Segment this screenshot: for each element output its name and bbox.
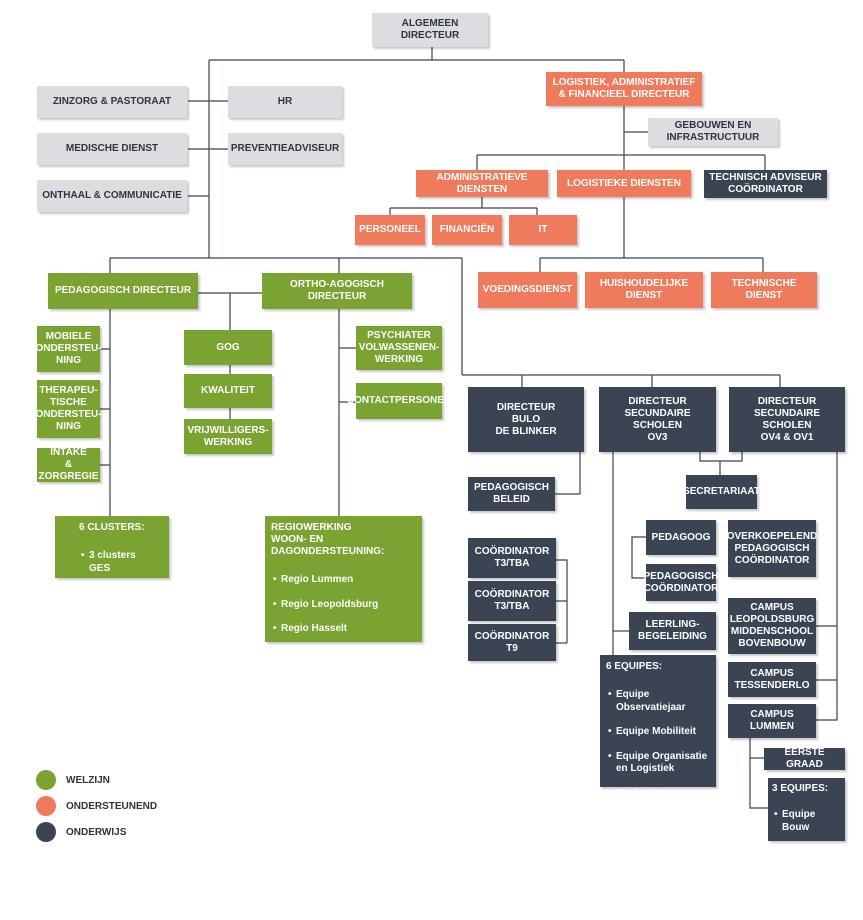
legend-dot [36,796,56,816]
equipes-box: 6 EQUIPES: Equipe Observatiejaar Equipe … [600,655,716,873]
overschrijdend-title: REGIO-OVERSCHRIJDEND: [271,659,404,671]
regiowerking-box: REGIOWERKING WOON- EN DAGONDERSTEUNING: … [265,516,422,711]
list-item: Equipe Observatiejaar [608,689,710,714]
technisch-adviseur-box: TECHNISCH ADVISEUR COÖRDINATOR [704,170,827,198]
intake-zorgregie-box: INTAKE & ZORGREGIE [37,447,100,482]
list-item: Regio Leopoldsburg [273,599,378,612]
regiowerking-title: REGIOWERKING WOON- EN DAGONDERSTEUNING: [271,522,385,557]
huishoudelijke-dienst-box: HUISHOUDELIJKE DIENST [585,272,703,308]
therapeutische-ondersteuning-box: THERAPEU- TISCHE ONDERSTEU- NING [35,380,102,438]
coordinator-t9-box: COÖRDINATOR T9 [468,624,556,661]
ortho-agogisch-directeur-box: ORTHO-AGOGISCH DIRECTEUR [262,273,412,309]
equipes3-list: Equipe Bouw Equipe Kantoor Equipe Metaal [774,797,841,920]
vrijwilligerswerking-box: VRIJWILLIGERS- WERKING [184,419,272,454]
voedingsdienst-box: VOEDINGSDIENST [478,272,577,308]
list-item: Equipe Hout [608,812,710,825]
legend-label: ONDERSTEUNEND [66,800,158,812]
regio-list: Regio Lummen Regio Leopoldsburg Regio Ha… [271,562,378,648]
equipes3-box: 3 EQUIPES: Equipe Bouw Equipe Kantoor Eq… [768,778,845,907]
leerlingbegeleiding-box: LEERLING- BEGELEIDING [629,612,716,650]
list-item: Equipe Bouw [774,809,841,834]
contactpersonen-box: CONTACTPERSONEN [347,383,451,419]
list-item: Mobiele/ambulante ondersteuning [273,688,416,713]
clusters-title: 6 CLUSTERS: [79,522,145,533]
kwaliteit-box: KWALITEIT [184,374,272,408]
legend-item-welzijn: WELZIJN [36,770,110,790]
coordinator-t3-tba-2-box: COÖRDINATOR T3/TBA [468,581,556,621]
gebouwen-infrastructuur-box: GEBOUWEN EN INFRASTRUCTUUR [648,118,778,146]
logistiek-directeur-box: LOGISTIEK, ADMINISTRATIEF & FINANCIEEL D… [546,72,702,106]
technische-dienst-box: TECHNISCHE DIENST [711,272,817,308]
secretariaat-box: SECRETARIAAT [683,475,760,509]
overschrijdend-list: Mobiele/ambulante ondersteuning [271,676,416,725]
medische-dienst-box: MEDISCHE DIENST [37,133,187,165]
legend-dot [36,770,56,790]
gog-box: GOG [184,330,272,365]
legend-item-onderwijs: ONDERWIJS [36,822,126,842]
administratieve-diensten-box: ADMINISTRATIEVE DIENSTEN [416,170,548,197]
financien-box: FINANCIËN [432,215,502,245]
clusters-box: 6 CLUSTERS: 3 clusters GES 3 clusters AS… [55,516,169,599]
connector-lines [100,47,838,809]
hr-box: HR [228,86,342,118]
pedagogisch-directeur-box: PEDAGOGISCH DIRECTEUR [48,273,198,309]
clusters-list: 3 clusters GES 3 clusters ASS [79,538,159,612]
list-item: 3 clusters GES [81,550,159,575]
personeel-box: PERSONEEL [355,215,425,245]
list-item: 3 clusters ASS [81,587,159,600]
legend-label: ONDERWIJS [66,826,127,838]
legend-dot [36,822,56,842]
pedagogisch-coordinator-box: PEDAGOGISCH COÖRDINATOR [644,564,719,601]
legend-label: WELZIJN [66,774,110,786]
list-item: Equipe Kantoor [774,846,841,871]
equipes-list: Equipe Observatiejaar Equipe Mobiliteit … [608,677,710,886]
list-item: Equipe Mobiliteit [608,726,710,739]
campus-leopoldsburg-box: CAMPUS LEOPOLDSBURG MIDDENSCHOOL BOVENBO… [728,598,816,654]
directeur-bulo-box: DIRECTEUR BULO DE BLINKER [468,387,584,452]
directeur-ov4-box: DIRECTEUR SECUNDAIRE SCHOLEN OV4 & OV1 [729,387,845,452]
list-item: Equipe Groenvoorziening en Decoratie [608,837,710,875]
algemeen-directeur-box: ALGEMEEN DIRECTEUR [372,13,488,47]
list-item: Equipe Organisatie en Logistiek [608,751,710,776]
coordinator-t3-tba-1-box: COÖRDINATOR T3/TBA [468,538,556,578]
overkoepelend-coordinator-box: OVERKOEPELEND PEDAGOGISCH COÖRDINATOR [727,520,817,577]
preventieadviseur-box: PREVENTIEADVISEUR [228,133,342,165]
eerste-graad-box: EERSTE GRAAD [764,747,845,770]
logistieke-diensten-box: LOGISTIEKE DIENSTEN [557,170,691,197]
legend-item-ondersteunend: ONDERSTEUNEND [36,796,157,816]
campus-lummen-box: CAMPUS LUMMEN [728,704,816,738]
it-box: IT [509,215,577,245]
zinzorg-pastoraat-box: ZINZORG & PASTORAAT [37,86,187,118]
onthaal-communicatie-box: ONTHAAL & COMMUNICATIE [37,180,187,212]
directeur-ov3-box: DIRECTEUR SECUNDAIRE SCHOLEN OV3 [599,387,716,452]
list-item: Equipe Metaal [774,883,841,908]
mobiele-ondersteuning-box: MOBIELE ONDERSTEU- NING [35,326,102,372]
pedagogisch-beleid-box: PEDAGOGISCH BELEID [468,477,555,511]
list-item: Regio Hasselt [273,623,378,636]
equipes-title: 6 EQUIPES: [606,661,663,672]
campus-tessenderlo-box: CAMPUS TESSENDERLO [728,662,816,697]
pedagoog-box: PEDAGOOG [646,520,716,555]
equipes3-title: 3 EQUIPES: [772,783,829,794]
list-item: Equipe Bouw [608,788,710,801]
list-item: Regio Lummen [273,574,378,587]
psychiater-box: PSYCHIATER VOLWASSENEN- WERKING [356,326,442,370]
